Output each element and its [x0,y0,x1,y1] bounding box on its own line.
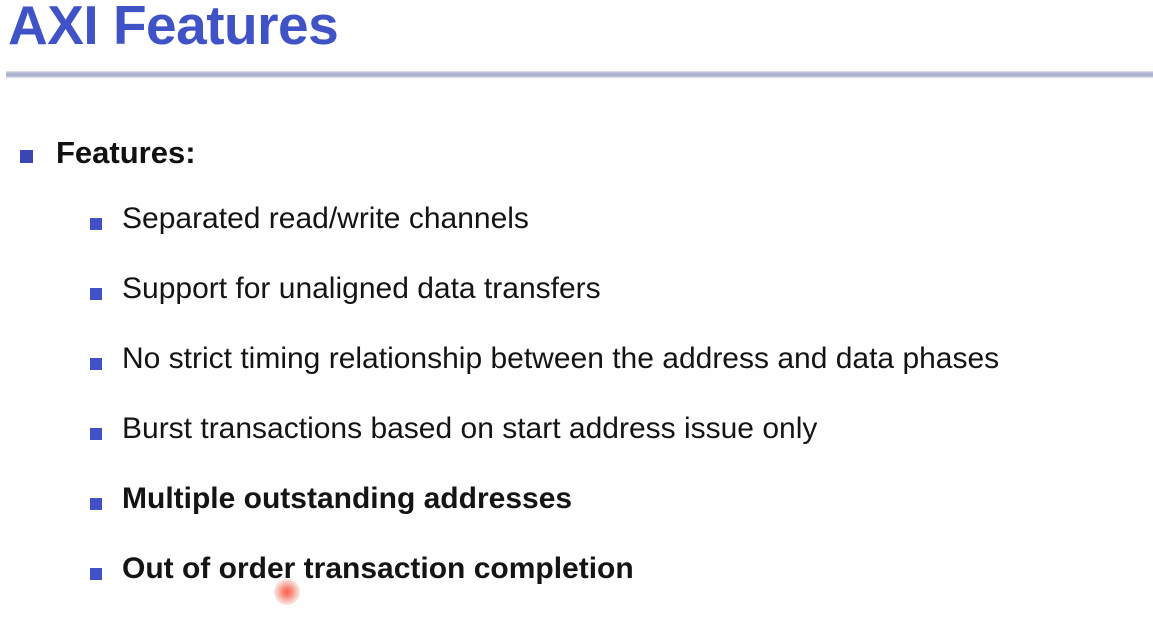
square-bullet-icon [90,428,102,440]
square-bullet-icon [90,288,102,300]
title-divider [6,71,1153,78]
list-item: Multiple outstanding addresses [0,482,1153,552]
list-item: Support for unaligned data transfers [0,272,1153,342]
list-item-label: Separated read/write channels [122,202,529,235]
list-item-label: Burst transactions based on start addres… [122,412,818,445]
list-item: Separated read/write channels [0,202,1153,272]
list-item-label: Features: [56,135,196,170]
square-bullet-icon [90,358,102,370]
list-item-label: Multiple outstanding addresses [122,482,573,515]
square-bullet-icon [90,498,102,510]
page-title: AXI Features [8,0,339,56]
list-item-label: Support for unaligned data transfers [122,272,601,305]
list-item: No strict timing relationship between th… [0,342,1153,412]
list-item-label: Out of order transaction completion [122,552,634,585]
bullet-list: Features: Separated read/write channels … [0,135,1153,622]
square-bullet-icon [90,568,102,580]
list-item-label: No strict timing relationship between th… [122,342,1000,375]
square-bullet-icon [90,218,102,230]
list-item: Out of order transaction completion [0,552,1153,622]
square-bullet-icon [20,150,33,163]
list-item: Burst transactions based on start addres… [0,412,1153,482]
list-item: Features: [0,135,1153,202]
